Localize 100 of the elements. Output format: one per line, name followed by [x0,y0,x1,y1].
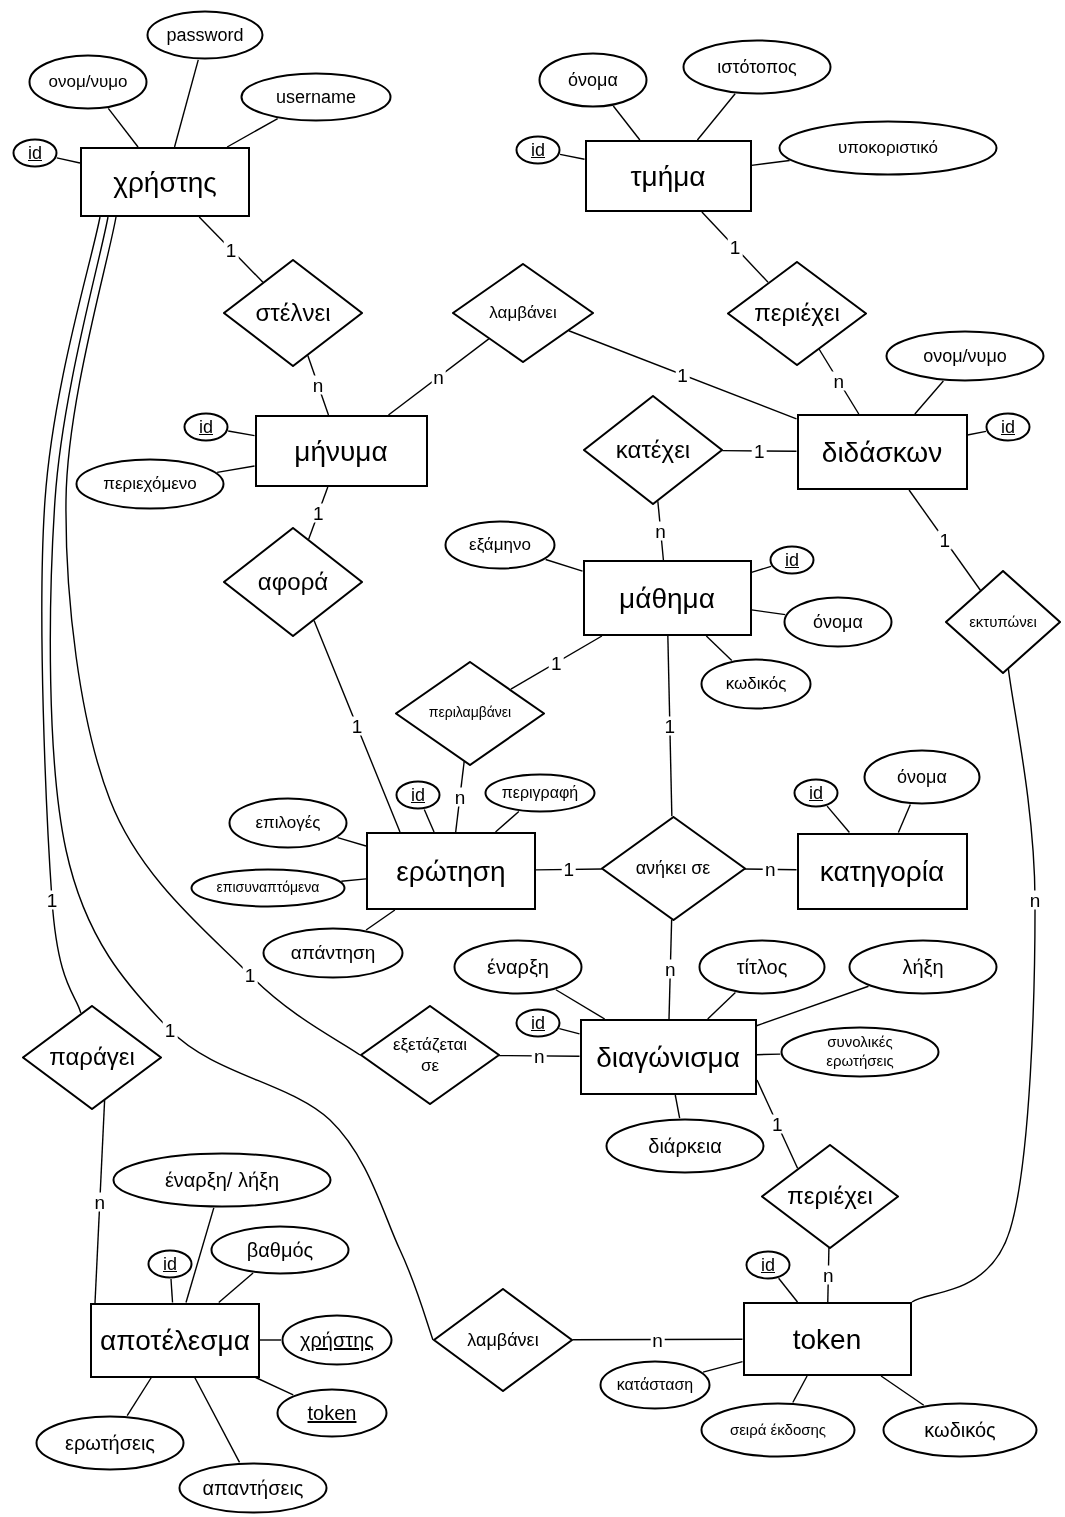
connector-line [612,105,641,141]
cardinality-label: 1 [662,716,678,736]
attribute-ellipse: id [985,412,1031,442]
attribute-ellipse: ονομ/νυμο [28,54,148,110]
connector-line [56,157,81,164]
connector-line [657,500,665,561]
entity-box: αποτέλεσμα [90,1302,260,1378]
attribute-ellipse: εξάμηνο [444,520,556,570]
cardinality-label: 1 [162,1020,178,1040]
connector-line [750,159,791,167]
attribute-ellipse: κωδικός [882,1402,1038,1458]
cardinality-label: 1 [242,965,258,985]
connector-line [667,635,673,818]
connector-line [668,918,673,1020]
connector-line [65,216,361,1056]
entity-box: διδάσκων [796,414,968,490]
attribute-ellipse: χρήστης [281,1314,393,1366]
connector-line [307,354,330,416]
attribute-ellipse: id [183,412,229,442]
attribute-ellipse: username [240,72,392,122]
connector-line [494,810,520,833]
connector-line [387,338,490,416]
attribute-ellipse: επιλογές [228,797,348,849]
connector-line [572,1338,744,1341]
connector-line [705,635,733,662]
connector-line [750,609,786,616]
connector-line [336,836,367,847]
entity-box: χρήστης [80,147,250,217]
cardinality-label: n [431,367,446,387]
connector-line [701,211,769,283]
connector-line [544,558,584,572]
connector-line [198,216,264,283]
entity-box: μήνυμα [254,415,428,487]
relationship-diamond: παράγει [22,1004,162,1110]
relationship-diamond: λαμβάνει [452,263,594,363]
cardinality-label: 1 [770,1114,785,1134]
entity-box: τμήμα [584,140,752,212]
connector-line [897,803,912,834]
connector-line [674,1094,681,1119]
attribute-ellipse: έναρξη/ λήξη [112,1152,332,1208]
relationship-diamond: περιέχει [761,1143,899,1249]
attribute-ellipse: όνομα [783,596,893,648]
connector-line [702,1360,744,1373]
entity-box: token [742,1302,912,1376]
attribute-ellipse: τίτλος [698,939,826,995]
connector-line [313,619,401,833]
attribute-ellipse: id [515,135,561,165]
relationship-diamond: στέλνει [223,259,363,367]
relationship-diamond: αφορά [223,527,363,637]
connector-line [558,1027,581,1035]
connector-line [908,489,982,591]
attribute-ellipse: id [745,1250,791,1280]
cardinality-label: n [653,521,668,541]
connector-line [966,430,987,436]
connector-line [792,1375,808,1404]
cardinality-label: n [831,372,847,391]
connector-line [818,348,860,415]
cardinality-label: 1 [223,240,239,260]
attribute-ellipse: id [395,780,441,810]
attribute-ellipse: επισυναπτόμενα [190,868,346,908]
connector-line [750,565,772,573]
connector-line [455,760,465,833]
connector-line [707,991,737,1020]
relationship-diamond: εκτυπώνει [945,570,1061,674]
connector-line [170,1278,174,1304]
attribute-ellipse: id [515,1008,561,1038]
connector-line [755,985,870,1027]
connector-line [41,216,101,1014]
connector-line [914,380,945,415]
entity-box: ερώτηση [366,832,536,910]
relationship-diamond: ανήκει σε [600,815,746,921]
connector-line [568,330,798,420]
entity-box: κατηγορία [796,832,968,910]
connector-line [185,1207,215,1304]
cardinality-label: 1 [937,530,952,550]
attribute-ellipse: λήξη [848,939,998,995]
attribute-ellipse: id [769,545,815,575]
relationship-diamond: λαμβάνει [433,1288,573,1392]
attribute-ellipse: id [793,778,839,808]
connector-line [555,989,606,1020]
cardinality-label: n [821,1265,836,1285]
cardinality-label: 1 [349,716,365,736]
connector-line [880,1375,925,1406]
connector-line [49,216,434,1341]
entity-box: διαγώνισμα [579,1019,757,1095]
connector-line [226,117,279,148]
attribute-ellipse: βαθμός [210,1225,350,1275]
connector-line [216,465,256,474]
attribute-ellipse: password [146,10,264,60]
relationship-diamond: περιέχει [727,260,867,366]
connector-line [721,449,798,452]
attribute-ellipse: κωδικός [700,658,812,710]
connector-line [194,1376,241,1464]
connector-line [259,1339,282,1341]
attribute-ellipse: id [12,138,58,168]
connector-line [254,1376,294,1396]
attribute-ellipse: όνομα [538,52,648,108]
connector-line [777,1277,799,1303]
attribute-ellipse: όνομα [863,749,981,805]
relationship-diamond: περιλαμβάνει [395,660,545,766]
